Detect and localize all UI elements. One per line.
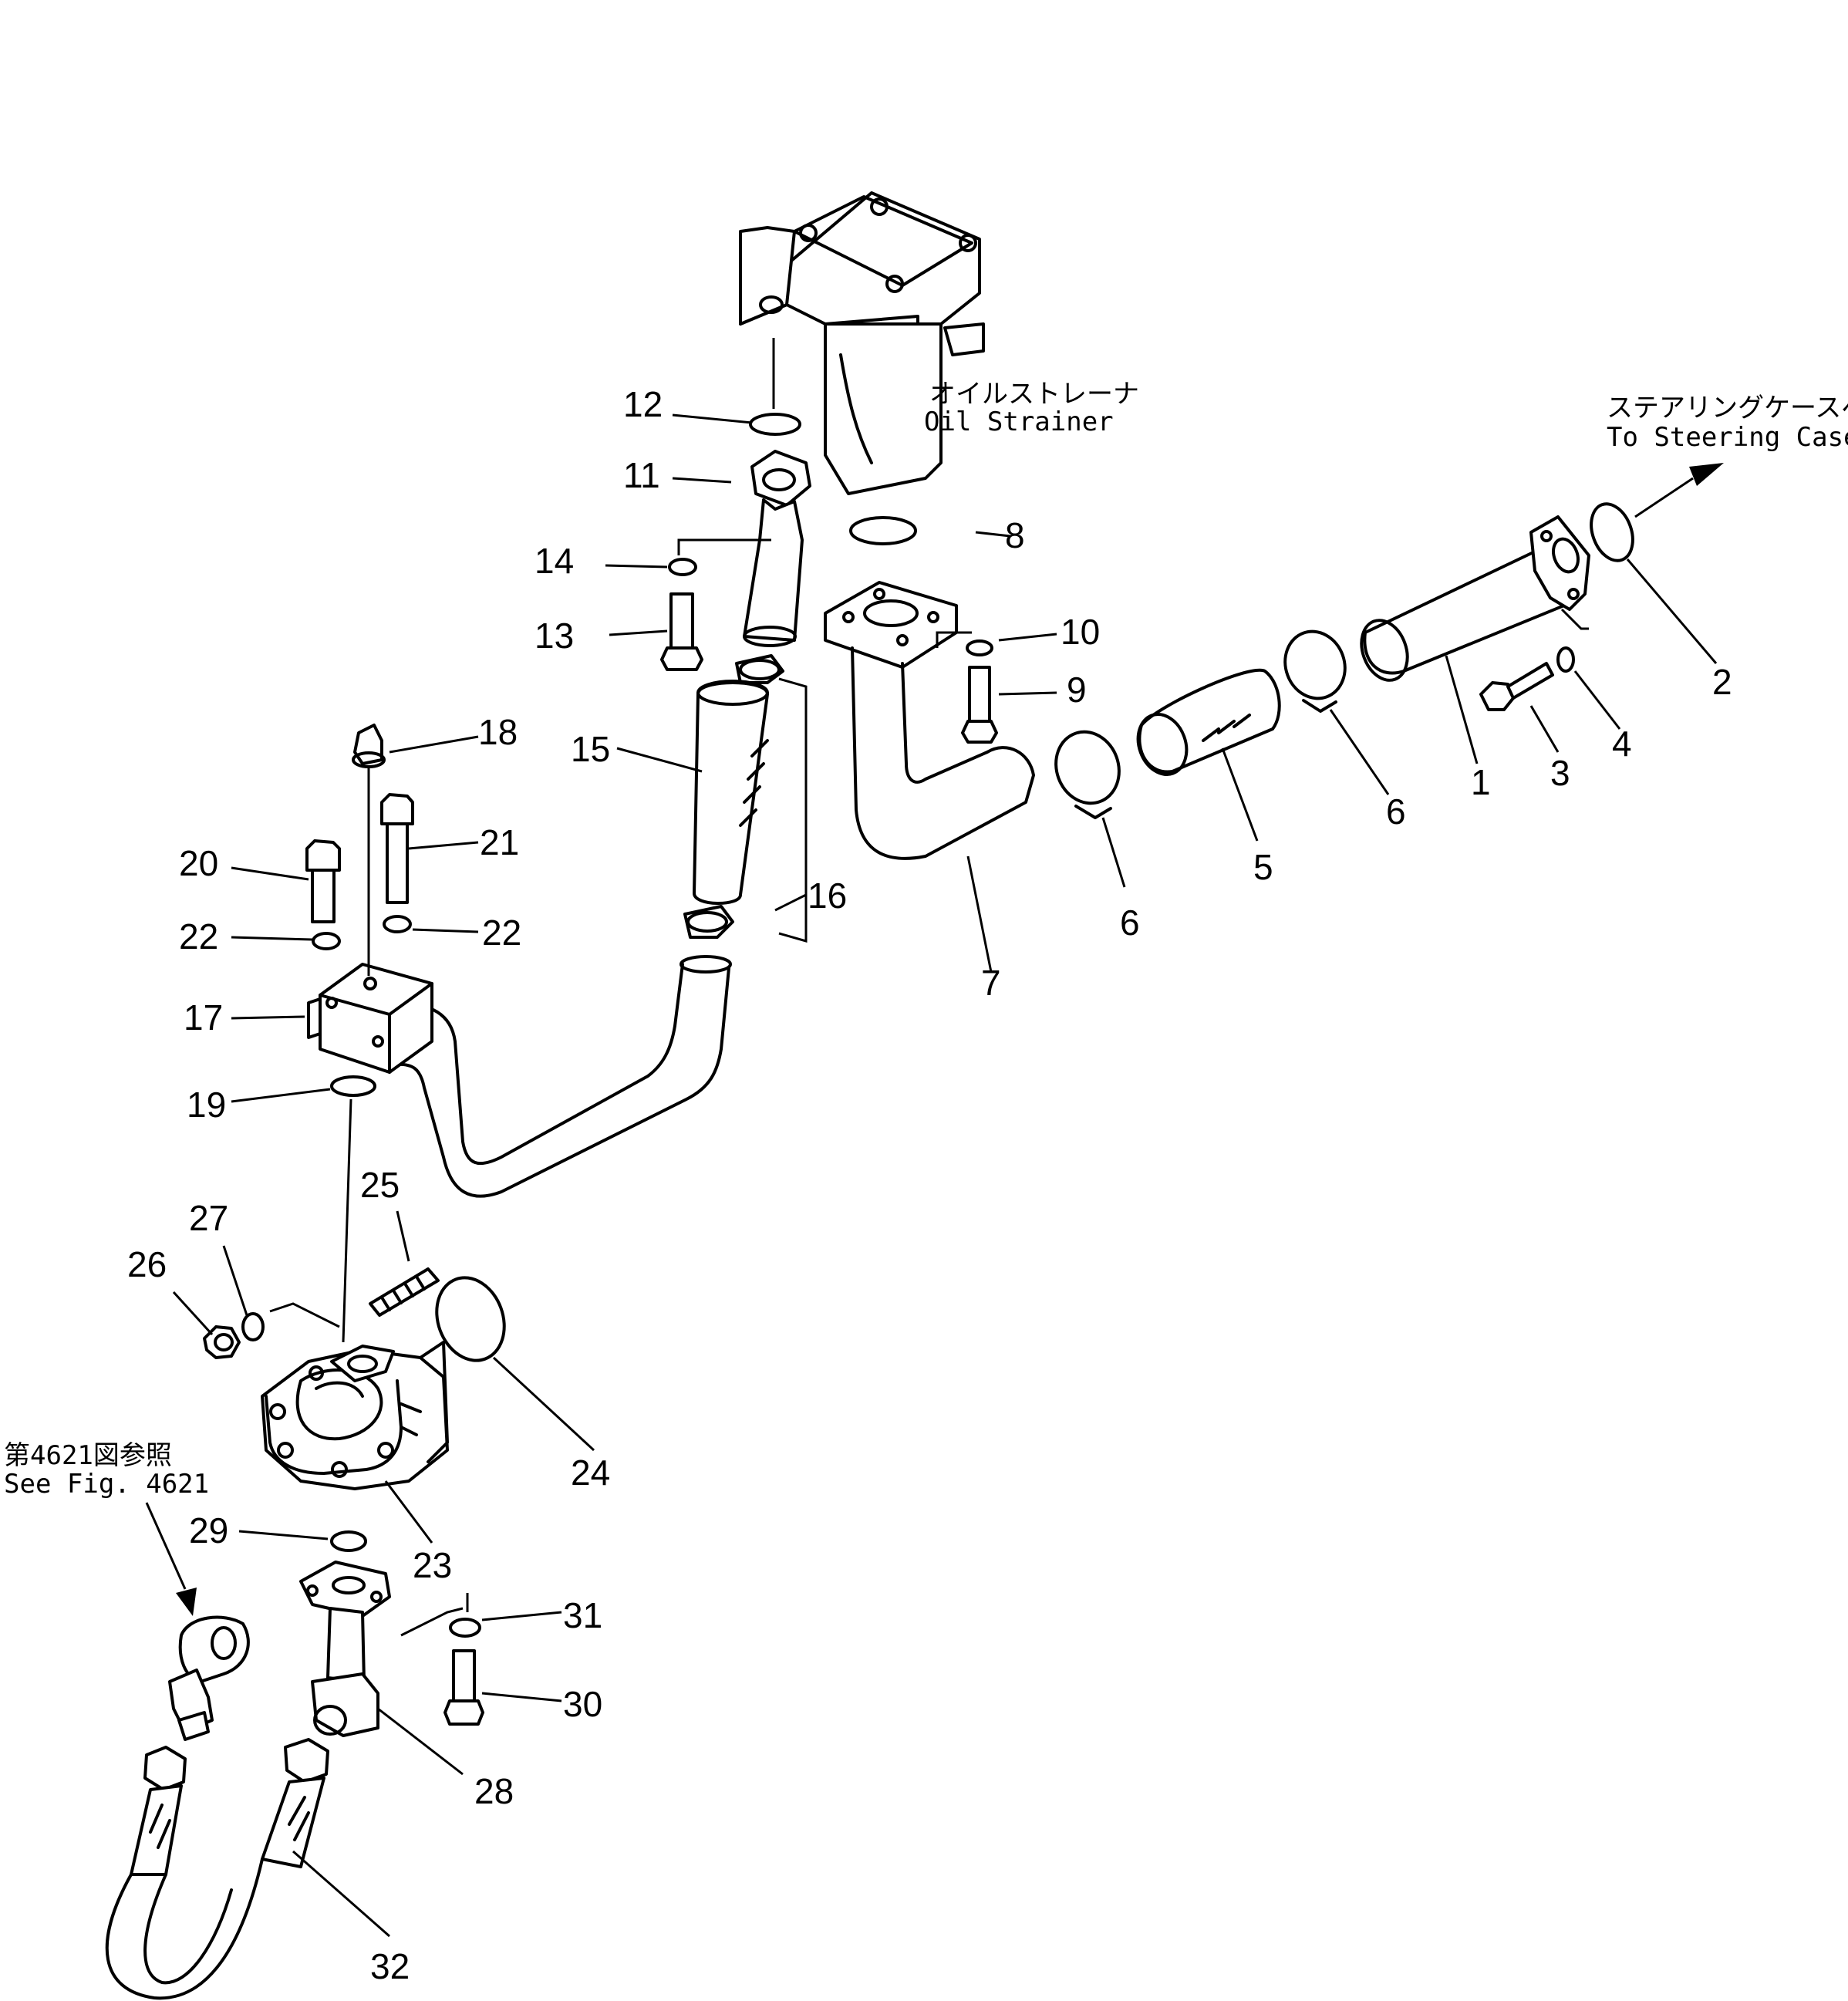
callout-1: 1 [1471,762,1491,802]
o-ring-12 [749,413,801,436]
steering-label-jp: ステアリングケースへ [1607,393,1848,423]
washer-22-left [312,932,341,950]
callout-28: 28 [474,1771,514,1811]
o-ring-19 [330,1075,376,1097]
callout-29: 29 [189,1510,228,1551]
callout-11: 11 [623,455,660,495]
bolt-9 [961,666,998,744]
callout-18: 18 [478,712,518,752]
bolt-13 [660,592,703,671]
callout-27: 27 [189,1198,228,1238]
elbow-28 [299,1561,391,1737]
o-ring-8 [849,516,917,545]
callout-32: 32 [370,1946,410,1986]
fitting-18 [352,724,386,976]
o-ring-2 [1590,502,1634,562]
hose-32 [105,1738,329,2000]
nut-26 [203,1325,241,1359]
clamp-16-bottom [683,905,734,939]
hose-5 [1136,668,1281,776]
o-ring-24 [435,1276,506,1362]
bolt-20 [305,839,341,923]
washer-27 [241,1312,265,1341]
callout-17: 17 [184,997,223,1038]
callout-9: 9 [1067,670,1087,710]
callout-8: 8 [1005,515,1025,555]
suction-pipe [392,955,732,1198]
stud-25 [369,1267,440,1317]
washer-10 [966,639,993,656]
callout-19: 19 [187,1085,226,1125]
callout-7: 7 [981,963,1001,1003]
bolt-3 [1479,662,1554,711]
fig-ref-label-jp: 第4621図参照 [4,1440,172,1471]
callout-2: 2 [1712,662,1732,702]
callout-5: 5 [1253,847,1273,887]
callout-14: 14 [535,541,574,581]
washer-4 [1556,646,1575,673]
steering-arrow [1634,477,1694,518]
callout-13: 13 [535,616,574,656]
hose-15 [693,680,769,905]
callout-12: 12 [623,384,663,424]
elbow-11 [743,450,811,647]
callout-20: 20 [179,843,218,883]
block-17 [307,963,433,1074]
bolt-30 [443,1649,484,1726]
callout-30: 30 [563,1684,602,1724]
callout-22a: 22 [179,916,218,957]
callout-6b: 6 [1386,791,1406,832]
elbow-pipe-7 [824,581,1035,860]
callout-3: 3 [1550,753,1570,793]
callout-21: 21 [480,822,519,862]
clamp-6-right [1283,629,1347,713]
fig-ref-label-en: See Fig. 4621 [4,1469,209,1500]
callout-16: 16 [808,876,847,916]
bolt-21 [380,793,414,904]
callout-10: 10 [1061,612,1100,652]
o-ring-29 [330,1530,367,1552]
pump-23 [261,1341,449,1490]
oil-strainer [739,191,985,495]
callout-6a: 6 [1120,903,1140,943]
steering-label-en: To Steering Case [1607,422,1848,453]
washer-14 [668,558,697,576]
oil-strainer-label-jp: オイルストレーナ [929,379,1139,410]
oil-strainer-label-en: Oil Strainer [924,407,1114,437]
clamp-16-top [735,654,784,684]
washer-22-right [383,915,412,933]
callout-22b: 22 [482,913,521,953]
washer-31 [449,1618,481,1638]
pipe-1 [1360,515,1590,682]
callout-31: 31 [563,1595,602,1635]
callout-25: 25 [360,1165,400,1205]
callout-15: 15 [571,729,610,769]
callout-24: 24 [571,1453,610,1493]
callout-4: 4 [1612,724,1632,764]
callout-26: 26 [127,1244,167,1284]
clamp-6-left [1054,730,1121,819]
pump-outlet-fitting [168,1615,250,1741]
callout-23: 23 [413,1545,452,1585]
